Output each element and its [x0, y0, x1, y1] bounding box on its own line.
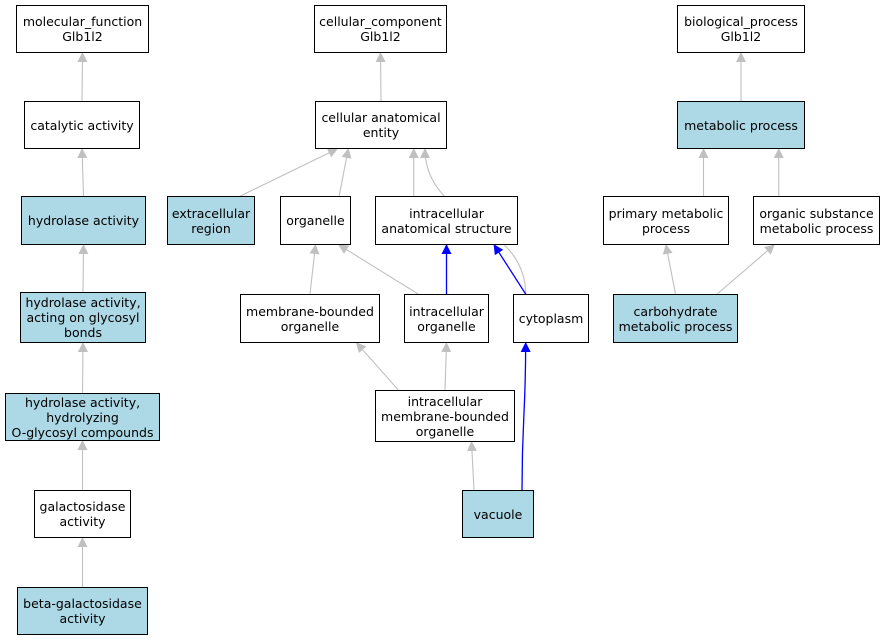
edge-imbo-to-mbo — [356, 342, 399, 391]
edge-carb-to-organic — [716, 244, 775, 295]
edge-imbo-to-io — [441, 342, 452, 391]
node-label-line: intracellular — [409, 205, 484, 221]
node-organelle[interactable]: organelle — [280, 196, 351, 245]
node-label-line: anatomical structure — [381, 220, 512, 236]
edge-carb-to-primary — [662, 244, 677, 295]
node-label-line: hydrolyzing — [46, 409, 119, 425]
node-label-line: extracellular — [171, 205, 251, 221]
node-label-line: organelle — [417, 318, 476, 334]
edge-cae-to-cc_root — [375, 52, 386, 102]
edge-vacuole-to-cytoplasm — [520, 342, 531, 491]
node-metabolic-process[interactable]: metabolic process — [677, 101, 805, 149]
node-label-line: entity — [362, 125, 400, 140]
node-label-line: bonds — [64, 325, 102, 340]
node-label-line: carbohydrate — [633, 303, 718, 319]
node-label-line: hydrolase activity, — [25, 295, 141, 310]
node-label-line: metabolic process — [618, 318, 733, 334]
edge-io-to-organelle — [338, 244, 419, 295]
node-label-line: activity — [59, 611, 106, 626]
edge-vacuole-to-imbo — [466, 441, 477, 491]
node-label-line: Glb1l2 — [360, 29, 401, 44]
edge-hyd_glyc-to-hydrolase — [78, 244, 89, 293]
node-cytoplasm[interactable]: cytoplasm — [513, 294, 589, 343]
edge-mbo-to-organelle — [309, 244, 320, 295]
node-vacuole[interactable]: vacuole — [462, 490, 534, 538]
node-label-line: metabolic process — [759, 220, 874, 236]
node-label-line: Glb1l2 — [720, 29, 762, 44]
node-label-line: molecular_function — [22, 14, 143, 29]
node-label-line: galactosidase — [39, 499, 126, 514]
node-label-line: intracellular — [409, 303, 484, 319]
node-label-line: organelle — [280, 318, 340, 334]
node-label-line: membrane-bounded — [381, 408, 509, 424]
node-hydrolase-activity[interactable]: hydrolase activity — [21, 196, 146, 245]
edge-hydrolase-to-catalytic — [77, 148, 88, 197]
node-label-line: activity — [59, 514, 106, 529]
edge-organelle-to-cae — [338, 148, 352, 197]
node-label-line: vacuole — [473, 506, 523, 522]
edge-cytoplasm-to-ias — [493, 244, 527, 295]
node-label-line: organelle — [415, 423, 475, 439]
edge-catalytic-to-mf_root — [77, 52, 88, 102]
node-label-line: hydrolase activity, — [24, 394, 141, 410]
node-label-line: primary metabolic — [608, 205, 724, 221]
edge-hyd_oglyc-to-hyd_glyc — [77, 342, 88, 394]
node-label-line: organic substance — [759, 205, 874, 221]
node-label-line: catalytic activity — [30, 117, 134, 133]
node-label-line: organelle — [286, 213, 345, 228]
node-label-line: O-glycosyl compounds — [11, 424, 154, 440]
node-label-line: region — [191, 220, 231, 236]
node-label-line: membrane-bounded — [246, 303, 374, 319]
node-label-line: cellular_component — [319, 14, 442, 29]
node-label-line: beta-galactosidase — [23, 596, 142, 611]
node-catalytic-activity[interactable]: catalytic activity — [24, 101, 140, 149]
node-label-line: biological_process — [684, 14, 798, 29]
node-label-line: cytoplasm — [518, 311, 584, 326]
node-label-line: metabolic process — [684, 117, 798, 133]
node-label-line: process — [641, 220, 691, 236]
node-label-line: acting on glycosyl — [26, 310, 140, 325]
node-label-line: intracellular — [407, 393, 483, 409]
node-label-line: hydrolase activity — [27, 213, 140, 228]
node-label-line: cellular anatomical — [321, 110, 441, 125]
edge-extracellular-to-cae — [240, 148, 338, 197]
node-label-line: Glb1l2 — [62, 29, 103, 44]
